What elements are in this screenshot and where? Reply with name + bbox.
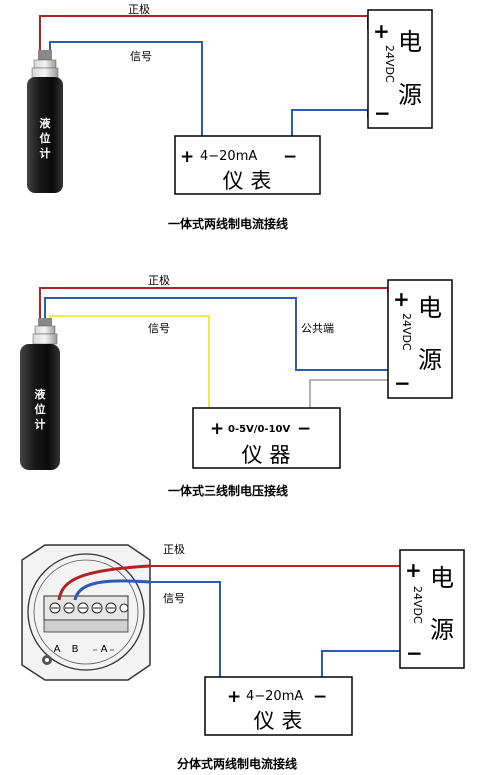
sensor-label-1: 液 — [40, 116, 52, 130]
instrument-name: 仪 表 — [254, 709, 303, 733]
terminal-label-b: B — [72, 644, 79, 655]
instrument-range: 4−20mA — [246, 689, 303, 704]
instrument-plus: + — [180, 147, 194, 167]
power-name-2: 源 — [398, 81, 422, 109]
positive-wire-label: 正极 — [163, 542, 185, 556]
return-wire — [291, 109, 369, 136]
instrument-name: 仪 器 — [242, 443, 291, 467]
power-supply: + 24VDC − 电 源 — [367, 9, 433, 129]
instrument-plus: + — [210, 419, 224, 439]
power-supply: + 24VDC − 电 源 — [387, 279, 453, 399]
power-plus: + — [373, 19, 390, 43]
instrument-name: 仪 表 — [223, 169, 272, 193]
diagram-3-title: 分体式两线制电流接线 — [177, 756, 297, 771]
sensor-label-2: 位 — [35, 402, 46, 416]
sensor-label-3: 计 — [35, 417, 46, 431]
diagram-3: A B A 正极 信号 + 24VDC − 电 源 + 4−20mA − — [21, 542, 465, 771]
sensor-label-1: 液 — [35, 387, 47, 401]
ground-wire — [309, 379, 388, 408]
power-plus: + — [405, 558, 422, 582]
instrument: + 0-5V/0-10V − 仪 器 — [192, 407, 341, 469]
instrument-minus: − — [313, 687, 327, 707]
common-wire-label: 公共端 — [301, 322, 334, 335]
common-wire — [44, 297, 388, 371]
diagram-1-title: 一体式两线制电流接线 — [168, 216, 288, 231]
power-minus: − — [374, 101, 391, 125]
power-name-1: 电 — [398, 28, 422, 56]
instrument-range: 4−20mA — [200, 149, 257, 164]
return-wire — [321, 650, 400, 677]
power-minus: − — [406, 641, 423, 665]
signal-wire-label: 信号 — [163, 592, 185, 605]
power-minus: − — [394, 371, 411, 395]
signal-wire — [49, 41, 203, 136]
sensor-label-2: 位 — [40, 131, 51, 145]
diagram-1: 正极 信号 液 位 计 + 24VDC − 电 源 + 4−20mA − 仪 — [27, 2, 433, 231]
terminal-label-a2: A — [101, 644, 108, 655]
instrument-minus: − — [283, 147, 297, 167]
instrument: + 4−20mA − 仪 表 — [174, 135, 321, 195]
power-name-1: 电 — [418, 294, 442, 322]
power-name-2: 源 — [418, 346, 442, 374]
power-plus: + — [393, 287, 410, 311]
positive-wire — [150, 562, 413, 567]
instrument-plus: + — [227, 687, 241, 707]
signal-wire-label: 信号 — [148, 322, 170, 335]
instrument-minus: − — [297, 419, 311, 439]
power-name-1: 电 — [430, 564, 454, 592]
signal-wire — [150, 581, 221, 677]
terminal-screws — [49, 602, 129, 614]
diagram-2-title: 一体式三线制电压接线 — [168, 483, 288, 498]
instrument-range: 0-5V/0-10V — [228, 424, 290, 435]
positive-wire — [39, 15, 369, 52]
power-voltage: 24VDC — [411, 586, 424, 624]
signal-wire-label: 信号 — [130, 50, 152, 63]
sensor-label-3: 计 — [40, 146, 51, 160]
terminal-label-a: A — [54, 644, 61, 655]
junction-box: A B A — [21, 544, 151, 681]
level-sensor: 液 位 计 — [27, 50, 63, 193]
power-voltage: 24VDC — [400, 313, 413, 351]
power-name-2: 源 — [430, 616, 454, 644]
power-supply: + 24VDC − 电 源 — [399, 549, 465, 669]
positive-wire-label: 正极 — [148, 273, 170, 287]
power-voltage: 24VDC — [383, 45, 396, 83]
signal-wire — [49, 315, 210, 408]
level-sensor: 液 位 计 — [20, 318, 60, 470]
diagram-2: 正极 信号 公共端 液 位 计 + 24VDC − 电 源 + 0-5V/0-1… — [20, 273, 453, 498]
instrument: + 4−20mA − 仪 表 — [204, 676, 353, 736]
positive-wire-label: 正极 — [128, 2, 150, 16]
